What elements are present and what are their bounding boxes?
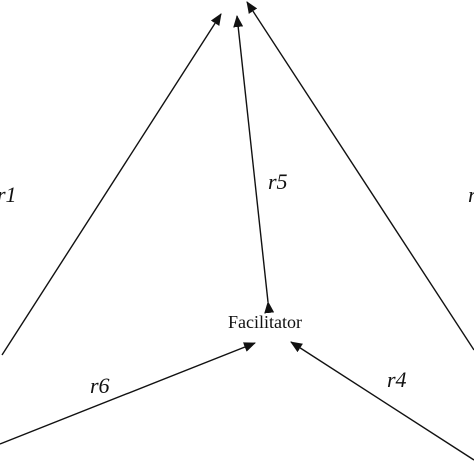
edge-label-r5: r5 xyxy=(268,169,288,194)
edge-r1-line xyxy=(1,13,222,356)
edge-label-right-partial: r xyxy=(468,182,474,207)
edge-r5-line xyxy=(233,15,275,314)
edge-label-r4: r4 xyxy=(387,367,407,392)
edge-r4-line xyxy=(290,341,474,461)
edge-right-line xyxy=(246,1,474,351)
edge-label-r6: r6 xyxy=(90,373,110,398)
node-label-facilitator: Facilitator xyxy=(228,312,302,332)
edge-r6-line xyxy=(0,342,256,445)
edge-label-r1-partial: r1 xyxy=(0,182,17,207)
